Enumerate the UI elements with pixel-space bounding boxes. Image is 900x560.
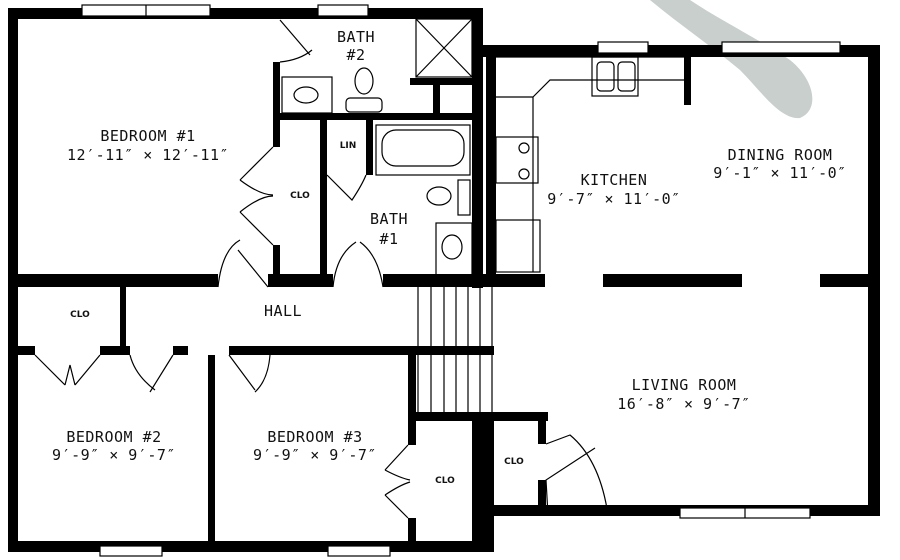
bedroom2-name: BEDROOM #2 [66, 428, 161, 446]
dining-name: DINING ROOM [728, 146, 833, 164]
room-labels: BEDROOM #1 12′-11″ × 12′-11″ BATH #2 LIN… [52, 28, 846, 486]
staircase[interactable] [417, 287, 493, 412]
hall-name: HALL [264, 302, 302, 320]
doors[interactable] [34, 19, 609, 519]
closet-bed1-label: CLO [290, 191, 310, 201]
bath2-number: #2 [346, 46, 365, 64]
bedroom1-name: BEDROOM #1 [100, 127, 195, 145]
bedroom3-size: 9′-9″ × 9′-7″ [253, 446, 377, 464]
closet-bed3-label: CLO [435, 476, 455, 486]
closet-hall-label: CLO [70, 310, 90, 320]
bath1-name: BATH [370, 210, 408, 228]
bath1-number: #1 [379, 230, 398, 248]
bedroom3-name: BEDROOM #3 [267, 428, 362, 446]
bedroom1-size: 12′-11″ × 12′-11″ [67, 146, 229, 164]
bedroom2-size: 9′-9″ × 9′-7″ [52, 446, 176, 464]
walls [8, 8, 880, 552]
closet-entry-label: CLO [504, 457, 524, 467]
living-name: LIVING ROOM [632, 376, 737, 394]
dining-size: 9′-1″ × 11′-0″ [713, 164, 846, 182]
fixtures [281, 18, 684, 412]
windows [81, 4, 841, 557]
kitchen-name: KITCHEN [581, 171, 648, 189]
linen-label: LIN [340, 141, 357, 151]
kitchen-size: 9′-7″ × 11′-0″ [547, 190, 680, 208]
smudge-mark [650, 0, 813, 119]
living-size: 16′-8″ × 9′-7″ [617, 395, 750, 413]
bath2-name: BATH [337, 28, 375, 46]
